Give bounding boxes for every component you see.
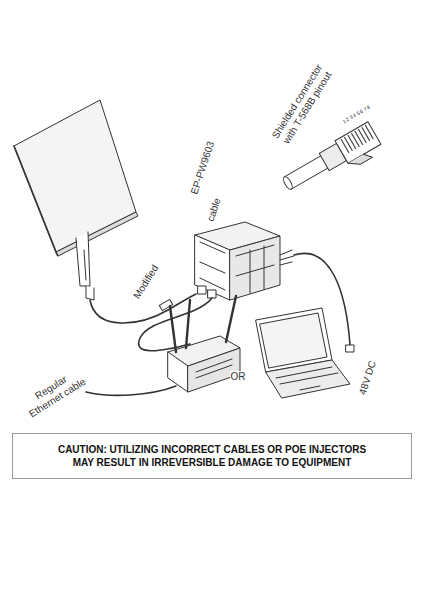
caution-banner: CAUTION: UTILIZING INCORRECT CABLES OR P…	[12, 433, 412, 479]
laptop	[256, 308, 350, 398]
cable-label: Modified	[131, 262, 162, 302]
part-label: Shielded connector with T-568B pinout	[266, 56, 337, 151]
part-label: cable	[205, 196, 224, 224]
poe-injector-box	[195, 222, 280, 300]
caution-text: CAUTION: UTILIZING INCORRECT CABLES OR P…	[47, 443, 377, 469]
pin-number: 8	[365, 104, 372, 111]
modified-cable	[90, 294, 196, 323]
part-label: EP-PW9603	[189, 139, 218, 197]
cable-label: Regular Ethernet cable	[17, 363, 92, 422]
or-label: OR	[230, 371, 247, 383]
power-label: 48V DC	[357, 359, 379, 398]
satellite-dish	[14, 100, 138, 300]
